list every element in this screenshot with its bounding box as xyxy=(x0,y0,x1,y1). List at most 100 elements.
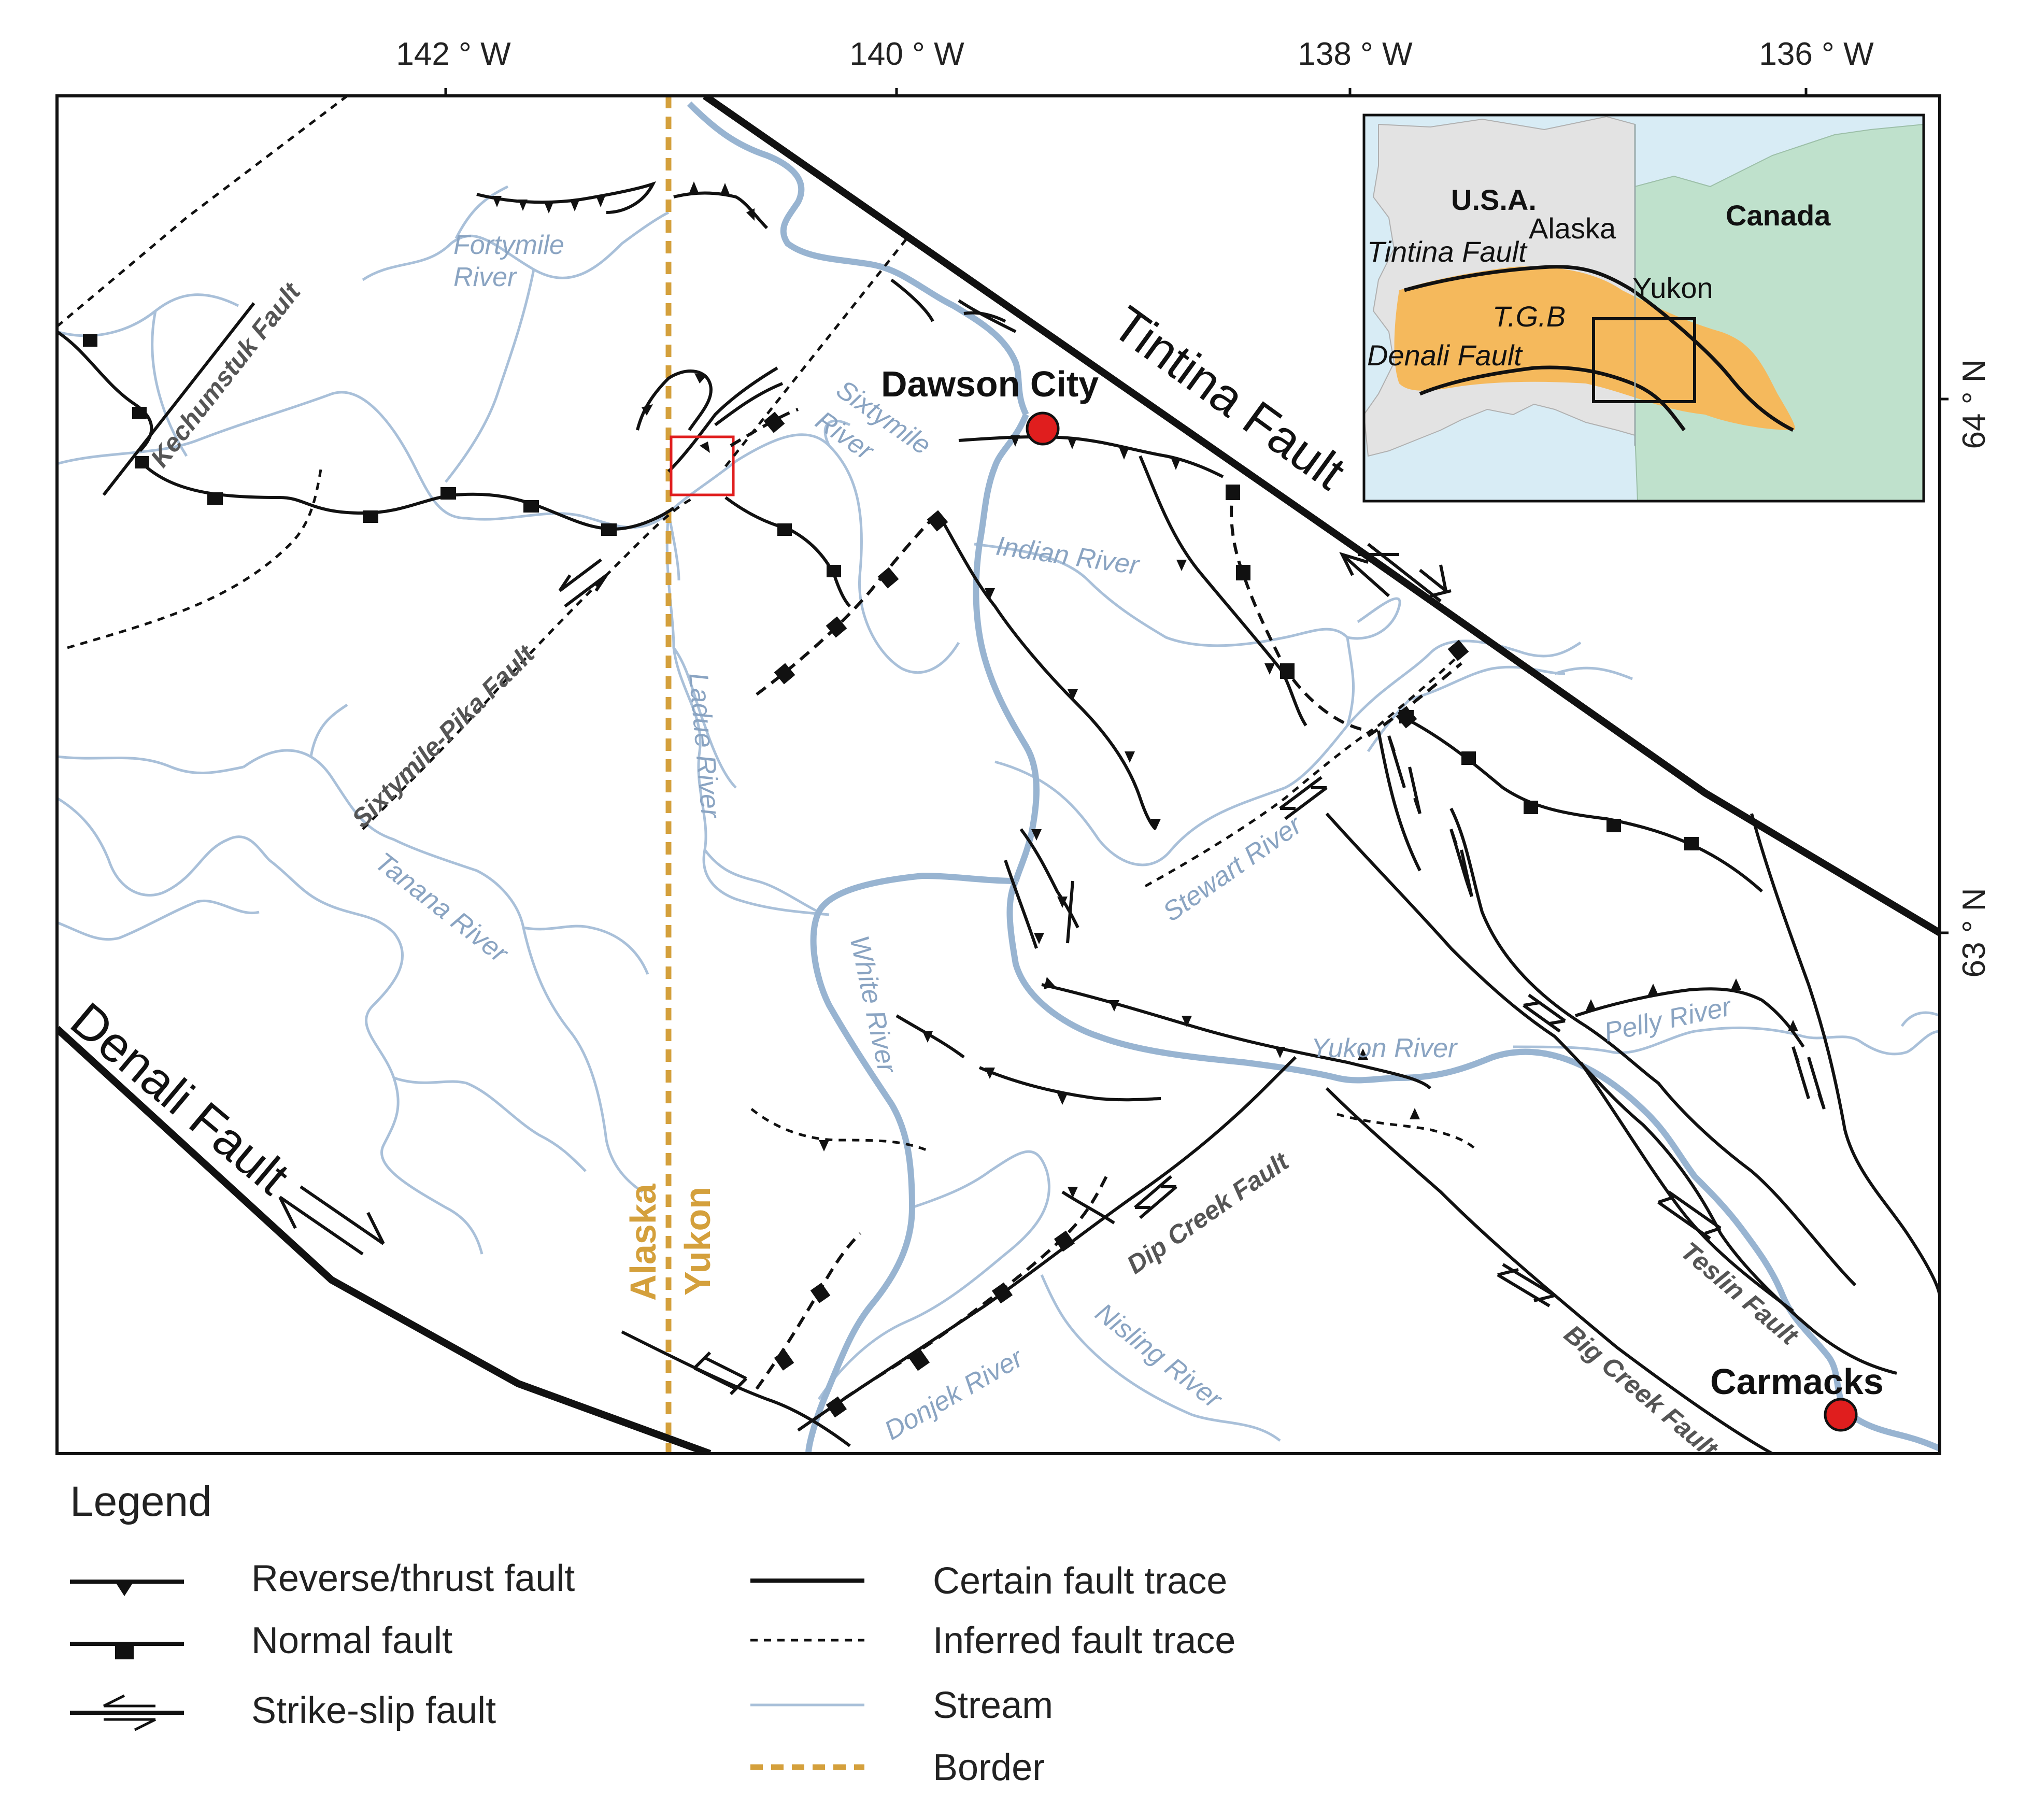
longitude-labels: 142 ° W 140 ° W 138 ° W 136 ° W xyxy=(396,36,1874,72)
inferred-reverse-fault-south xyxy=(750,1108,928,1152)
inferred-fault-north-central xyxy=(724,237,908,467)
reverse-fault-yukon-river xyxy=(1041,983,1432,1090)
carmacks-label: Carmacks xyxy=(1710,1361,1884,1402)
dawson-city-marker xyxy=(1026,411,1060,446)
reverse-fault-white-b xyxy=(1004,860,1038,949)
normal-fault-ticks-central xyxy=(777,523,841,577)
legend-item-inferred: Inferred fault trace xyxy=(750,1620,1235,1661)
study-area-box xyxy=(670,435,735,496)
reverse-fault-north-c xyxy=(890,278,934,322)
reverse-fault-teeth-yukon-river xyxy=(1044,977,1368,1060)
strike-slip-fault-east-c xyxy=(1449,807,1857,1287)
inferred-normal-fault-dawson xyxy=(1230,487,1369,732)
inferred-reverse-tooth-big-creek xyxy=(1410,1108,1420,1119)
strike-slip-fault-east-d xyxy=(1750,813,1940,1296)
reverse-fault-pelly xyxy=(1575,987,1805,1048)
reverse-fault-north-d xyxy=(958,299,1017,333)
legend-title: Legend xyxy=(70,1478,212,1525)
inset-tintina-fault xyxy=(1404,265,1794,432)
reverse-fault-white-a xyxy=(1019,828,1079,929)
inferred-fault-stewart xyxy=(1144,647,1468,888)
lon-label-138w: 138 ° W xyxy=(1298,36,1413,72)
reverse-fault-box-b xyxy=(667,366,784,473)
reverse-fault-teeth-pelly xyxy=(1586,978,1798,1031)
reverse-fault-teeth-white xyxy=(1031,829,1068,944)
legend-item-normal: Normal fault xyxy=(70,1620,452,1661)
inferred-normal-ticks-dip-creek xyxy=(826,1230,1075,1418)
reverse-fault-teeth-south xyxy=(922,1031,1068,1105)
reverse-fault-box-a xyxy=(636,369,713,431)
inferred-fault-nw-b xyxy=(67,466,323,649)
legend-item-reverse: Reverse/thrust fault xyxy=(70,1558,575,1599)
reverse-fault-teeth-north-a xyxy=(492,196,605,214)
normal-fault-ticks-east xyxy=(1399,710,1699,850)
inferred-normal-ticks-southwest xyxy=(774,1283,831,1371)
streams xyxy=(57,185,1940,1442)
inset-denali-label: Denali Fault xyxy=(1367,339,1523,372)
inferred-normal-fault-north xyxy=(730,408,799,447)
legend-inferred-label: Inferred fault trace xyxy=(933,1620,1235,1661)
inferred-normal-fault-stewart xyxy=(1367,662,1462,737)
lat-label-63n: 63 ° N xyxy=(1956,888,1992,978)
legend-border-label: Border xyxy=(933,1747,1045,1788)
inset-canada-label: Canada xyxy=(1726,199,1831,232)
tintina-fault-trace xyxy=(703,96,1940,936)
inferred-normal-ticks-central xyxy=(763,411,948,685)
reverse-fault-teeth-indian-river xyxy=(985,588,1161,830)
lat-label-64n: 64 ° N xyxy=(1956,360,1992,449)
inferred-reverse-tooth-south xyxy=(819,1140,829,1151)
lon-label-142w: 142 ° W xyxy=(396,36,511,72)
reverse-tooth-south-c xyxy=(1068,1187,1078,1198)
inset-tgb-label: T.G.B xyxy=(1492,300,1566,333)
strike-slip-fault-southwest xyxy=(621,1330,851,1447)
map-body: Fortymile River Sixtymile River Indian R… xyxy=(57,96,1940,1454)
normal-fault-west-a xyxy=(57,330,153,452)
reverse-fault-teeth-north-b xyxy=(689,181,755,221)
reverse-fault-indian-river xyxy=(936,512,1157,831)
yukon-river-label: Yukon River xyxy=(1311,1033,1458,1063)
inferred-fault-big-creek xyxy=(1337,1113,1478,1151)
reverse-fault-teeth-dawson-south xyxy=(1176,560,1275,675)
legend-normal-label: Normal fault xyxy=(251,1620,452,1661)
inferred-normal-fault-central xyxy=(756,511,940,696)
big-creek-fault-trace xyxy=(1325,1087,1773,1454)
legend-reverse-label: Reverse/thrust fault xyxy=(251,1558,575,1599)
inset-tintina-label: Tintina Fault xyxy=(1367,235,1528,268)
legend-item-certain: Certain fault trace xyxy=(750,1560,1227,1602)
reverse-fault-south-b xyxy=(978,1066,1161,1102)
sixtymile-pika-fault-trace xyxy=(362,496,695,830)
reverse-fault-dawson-south xyxy=(1139,455,1307,727)
map-frame xyxy=(55,94,1941,1455)
reverse-fault-teeth-box xyxy=(642,373,710,453)
inset-map: U.S.A. Canada Alaska Yukon Tintina Fault… xyxy=(1362,113,1925,503)
yukon-border-label: Yukon xyxy=(677,1187,718,1296)
reverse-fault-white-c xyxy=(1066,880,1074,944)
lon-label-140w: 140 ° W xyxy=(849,36,964,72)
inset-usa-label: U.S.A. xyxy=(1451,183,1537,216)
legend-item-strike-slip: Strike-slip fault xyxy=(70,1690,496,1731)
dawson-city-label: Dawson City xyxy=(881,364,1099,404)
reverse-fault-dawson xyxy=(958,435,1224,478)
latitude-labels: 64 ° N 63 ° N xyxy=(1956,360,1992,978)
inset-denali-fault xyxy=(1419,365,1686,432)
strike-slip-fault-east-b xyxy=(1325,813,1897,1375)
legend-certain-label: Certain fault trace xyxy=(933,1560,1227,1602)
legend-item-stream: Stream xyxy=(750,1685,1053,1726)
reverse-fault-south-a xyxy=(895,1014,965,1059)
legend: Legend Reverse/thrust fault Normal fault… xyxy=(70,1478,1235,1788)
strike-slip-fault-east-a xyxy=(1377,730,1421,872)
strike-slip-arrows xyxy=(278,543,1826,1396)
legend-stream-label: Stream xyxy=(933,1685,1053,1726)
lon-label-136w: 136 ° W xyxy=(1759,36,1874,72)
denali-fault-trace xyxy=(57,1026,712,1454)
alaska-border-label: Alaska xyxy=(623,1183,663,1301)
main-rivers xyxy=(687,101,1940,1454)
carmacks-marker xyxy=(1824,1398,1858,1432)
reverse-fault-north-a xyxy=(476,181,656,214)
inset-canada-land xyxy=(1634,123,1924,501)
normal-fault-central xyxy=(724,496,851,608)
reverse-fault-north-b xyxy=(673,191,769,230)
inferred-normal-fault-dip-creek xyxy=(813,1170,1111,1421)
inferred-fault-nw-a xyxy=(57,96,348,328)
